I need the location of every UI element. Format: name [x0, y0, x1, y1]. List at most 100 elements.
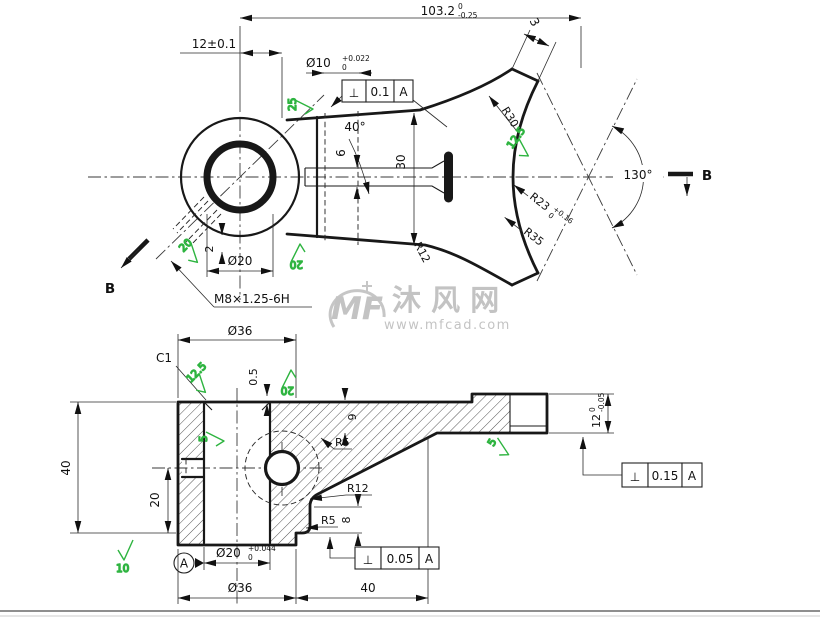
- gdt-tolerance: 0.1: [370, 85, 389, 99]
- dim-height-text: 40: [59, 460, 73, 475]
- datum-circle: [173, 552, 195, 574]
- gdt-bottom-datum: A: [425, 552, 434, 566]
- dim-end-sup: 0: [588, 407, 597, 412]
- dim-step-text: 0.5: [247, 368, 260, 386]
- dim-d36-top: Ø36: [177, 324, 297, 398]
- roughness-12-5-bottom: 12.5: [184, 360, 210, 394]
- dim-width-text: 30: [394, 154, 408, 169]
- gdt-frame-bottom: ⊥ 0.05 A: [326, 537, 440, 570]
- section-arrow-b-right: B: [668, 168, 712, 196]
- dim-hole-d10: Ø10 +0.022 0: [306, 54, 372, 77]
- dim-overall-length-text: 103.2: [421, 4, 455, 18]
- radius-r30: R30: [488, 95, 521, 131]
- roughness-20-bottom: 20: [280, 369, 297, 397]
- roughness-20-right: 20: [289, 243, 306, 271]
- dim-offset-12: 12±0.1: [180, 37, 283, 118]
- dim-2: 2: [203, 223, 226, 264]
- radius-r12-text: R12: [411, 240, 433, 265]
- roughness-10-basic: 10: [115, 539, 134, 576]
- dim-step-05: 0.5: [247, 368, 271, 416]
- gdt-right-datum: A: [688, 469, 697, 483]
- section-plane-line: [155, 94, 325, 260]
- dim-angle-text: 40°: [344, 120, 365, 134]
- fork-bottom-edge: [285, 232, 514, 287]
- roughness-5-bore-text: 5: [198, 435, 210, 442]
- thread-callout: M8×1.25-6H: [170, 260, 312, 308]
- roughness-20-left-text: 20: [177, 237, 195, 255]
- r5-lower-text: R5: [321, 514, 336, 527]
- hatch-right-body: [265, 394, 510, 545]
- dim-opening-text: 130°: [624, 168, 653, 182]
- dim-opening-130: 130°: [611, 125, 663, 229]
- roughness-20-right-text: 20: [290, 258, 303, 270]
- datum-label: A: [180, 557, 189, 571]
- watermark-brand-text: 沐 风 网: [392, 283, 499, 317]
- roughness-12-5-bottom-text: 12.5: [184, 360, 209, 385]
- dim-bore-bottom-text: Ø20: [216, 546, 241, 560]
- thread-hidden-line-1: [185, 209, 218, 243]
- bottom-section-view: Ø36 C1 0.5 40 20 Ø20 +0.044: [59, 324, 703, 604]
- dim-overall-sub: -0.25: [458, 11, 478, 20]
- dim-height-40: 40: [59, 401, 176, 534]
- thread-hidden-line-3: [189, 213, 222, 247]
- chamfer-text: C1: [156, 351, 172, 365]
- dim-end-sub: -0.05: [597, 392, 606, 412]
- roughness-25-text: 25: [287, 98, 299, 111]
- shank-top-edge: [285, 67, 514, 122]
- fork-tip-top-edge: [510, 67, 540, 83]
- gdt-right-tolerance: 0.15: [652, 469, 679, 483]
- gdt-frame-top: ⊥ 0.1 A: [330, 79, 448, 128]
- dim-bore-d20-bottom: Ø20 +0.044 0 A: [173, 544, 276, 574]
- dim-arm-thk-text: 9: [346, 414, 359, 421]
- dim-end-text: 12: [590, 414, 603, 428]
- dim-width-30: 30: [394, 113, 418, 245]
- roughness-20-left: 20: [176, 236, 199, 264]
- section-arrow-b-left: B: [105, 238, 150, 297]
- roughness-5-bore: 5: [197, 431, 225, 447]
- radius-r12: R12: [309, 482, 372, 501]
- watermark: MF 沐 风 网 www.mfcad.com: [328, 281, 509, 333]
- dim-bore-sub: 0: [248, 553, 253, 562]
- dim-hole-pos-20: 20: [148, 468, 172, 533]
- section-b-right-label: B: [702, 168, 712, 184]
- hatch-left-wall: [178, 402, 204, 545]
- gdt-right-symbol: ⊥: [630, 470, 640, 484]
- dim-d36-top-text: Ø36: [228, 324, 253, 338]
- thread-text: M8×1.25-6H: [214, 292, 290, 306]
- dim-tip-text: 3: [527, 15, 543, 28]
- section-outline: [176, 392, 549, 547]
- roughness-5-arm: 5: [485, 436, 510, 456]
- dim-hole-pos-text: 20: [148, 492, 162, 507]
- dim-offset-text: 12±0.1: [192, 37, 236, 51]
- roughness-12-5-text: 12.5: [505, 125, 528, 151]
- fork-mouth-arc: [511, 79, 540, 275]
- roughness-20-bottom-text: 20: [281, 384, 294, 396]
- fork-construction-line-1: [536, 72, 638, 276]
- r5-upper-text: R5: [335, 436, 350, 449]
- radius-r5-upper: R5: [320, 436, 352, 450]
- dim-angle-arc: [348, 138, 370, 195]
- thread-hidden-line-2: [176, 200, 209, 234]
- ring-outer-circle: [179, 116, 301, 238]
- gdt-symbol: ⊥: [349, 86, 359, 100]
- dim-arm-text: 40: [360, 581, 375, 595]
- slot-top-line: [305, 160, 445, 169]
- gdt-bottom-symbol: ⊥: [363, 553, 373, 567]
- radius-r5-lower: R5: [305, 514, 338, 531]
- radius-r23-sup: +0.16: [551, 204, 575, 225]
- section-b-left-label: B: [105, 281, 115, 297]
- bore-chamfer-left: [203, 401, 213, 411]
- dim-arm-thickness-9: 9: [341, 388, 359, 445]
- fork-construction-line-2: [536, 78, 638, 282]
- dim-half-slot-6: 6: [334, 149, 361, 199]
- watermark-logo-text: MF: [331, 291, 383, 327]
- dim-d36-bottom-text: Ø36: [228, 581, 253, 595]
- chamfer-callout: C1: [156, 351, 207, 401]
- ring-bore-circle: [203, 140, 277, 214]
- dim-overall-length: 103.2 0 -0.25: [239, 2, 582, 112]
- dim-step-8: 8: [306, 494, 362, 546]
- dim-d36-bottom: Ø36 40: [177, 438, 429, 604]
- dim-hole-text: Ø10: [306, 56, 331, 70]
- slot-bottom-line: [305, 185, 445, 194]
